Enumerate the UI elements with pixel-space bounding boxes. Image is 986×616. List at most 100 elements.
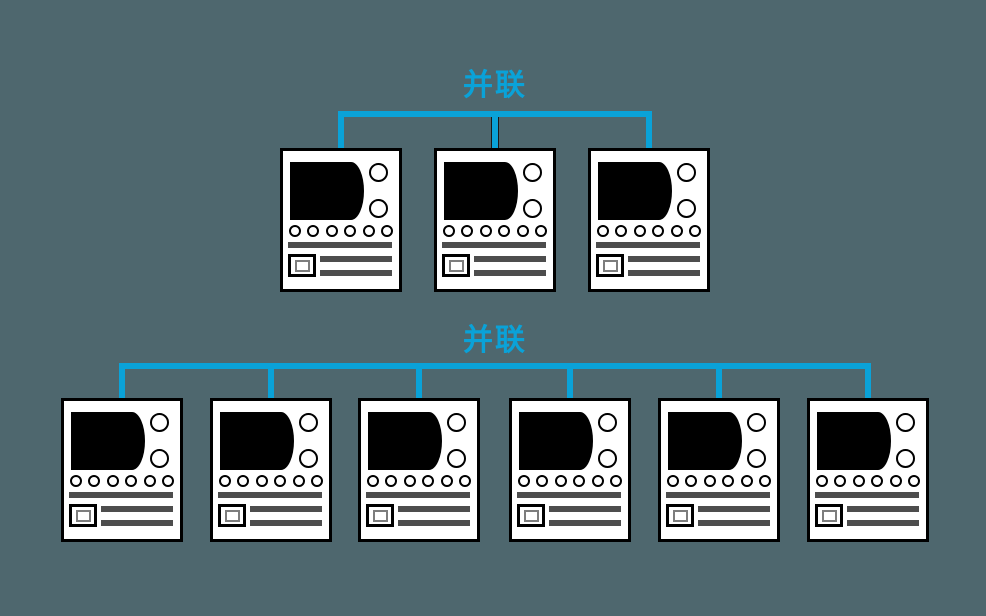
machine-port-row [70, 475, 174, 487]
machine-port-icon [307, 225, 320, 237]
machine-switch-icon [815, 504, 843, 527]
machine-knob-icon [150, 413, 169, 432]
parallel-group-label: 并联 [463, 68, 527, 103]
machine-display-panel [668, 412, 742, 470]
machine-knob-icon [369, 199, 388, 218]
machine-port-icon [458, 475, 471, 487]
parallel-bracket-drop-line [865, 363, 871, 398]
machine-port-icon [125, 475, 138, 487]
machine-display-panel [444, 162, 518, 220]
machine-switch-inner [602, 259, 618, 272]
machine-status-bar [288, 242, 392, 248]
machine-port-icon [615, 225, 628, 237]
machine-port-icon [516, 225, 529, 237]
machine-port-icon [344, 225, 357, 237]
machine-detail-bar [101, 520, 173, 526]
machine-detail-bar [398, 506, 470, 512]
machine-port-icon [685, 475, 698, 487]
machine-detail-bar [847, 520, 919, 526]
machine-switch-icon [288, 254, 316, 277]
machine-switch-inner [672, 509, 688, 522]
machine-display-panel [817, 412, 891, 470]
machine-status-bar [666, 492, 770, 498]
machine-status-bar [218, 492, 322, 498]
machine-port-icon [703, 475, 716, 487]
machine-port-icon [740, 475, 753, 487]
machine-detail-bar [474, 270, 546, 276]
machine-switch-inner [448, 259, 464, 272]
machine-card [509, 398, 631, 542]
parallel-bracket-drop-line [416, 363, 422, 398]
machine-detail-bar [250, 520, 322, 526]
parallel-bracket-drop-line [119, 363, 125, 398]
machine-knob-icon [896, 413, 915, 432]
machine-switch-icon [666, 504, 694, 527]
machine-port-icon [443, 225, 455, 237]
machine-knob-icon [369, 163, 388, 182]
machine-port-icon [670, 225, 683, 237]
machine-knob-icon [447, 449, 466, 468]
machine-port-icon [367, 475, 379, 487]
machine-port-icon [889, 475, 902, 487]
machine-port-icon [88, 475, 101, 487]
machine-knob-icon [150, 449, 169, 468]
machine-port-icon [652, 225, 665, 237]
machine-knob-icon [747, 449, 766, 468]
machine-detail-bar [549, 506, 621, 512]
machine-port-icon [310, 475, 323, 487]
machine-port-icon [362, 225, 375, 237]
machine-port-icon [633, 225, 646, 237]
machine-port-icon [518, 475, 530, 487]
machine-card [61, 398, 183, 542]
parallel-bracket-drop-line [716, 363, 722, 398]
machine-knob-icon [598, 413, 617, 432]
machine-switch-inner [294, 259, 310, 272]
machine-port-row [367, 475, 471, 487]
machine-display-panel [290, 162, 364, 220]
machine-knob-icon [447, 413, 466, 432]
machine-port-icon [161, 475, 174, 487]
machine-knob-icon [523, 199, 542, 218]
machine-status-bar [815, 492, 919, 498]
machine-display-panel [71, 412, 145, 470]
parallel-bracket-drop-line [491, 117, 499, 148]
machine-port-icon [722, 475, 735, 487]
machine-card [210, 398, 332, 542]
machine-detail-bar [398, 520, 470, 526]
machine-knob-icon [299, 413, 318, 432]
machine-switch-icon [69, 504, 97, 527]
machine-detail-bar [628, 270, 700, 276]
machine-detail-bar [698, 506, 770, 512]
machine-port-icon [255, 475, 268, 487]
machine-port-icon [758, 475, 771, 487]
machine-display-panel [519, 412, 593, 470]
machine-port-icon [688, 225, 701, 237]
machine-port-icon [871, 475, 884, 487]
machine-detail-bar [320, 256, 392, 262]
machine-port-icon [534, 225, 547, 237]
machine-status-bar [596, 242, 700, 248]
machine-port-row [816, 475, 920, 487]
machine-port-icon [106, 475, 119, 487]
parallel-bracket-drop-line [268, 363, 274, 398]
machine-knob-icon [598, 449, 617, 468]
machine-port-icon [573, 475, 586, 487]
machine-port-row [219, 475, 323, 487]
machine-port-icon [325, 225, 338, 237]
machine-switch-icon [596, 254, 624, 277]
machine-port-icon [907, 475, 920, 487]
machine-card [588, 148, 710, 292]
machine-knob-icon [677, 163, 696, 182]
machine-switch-inner [224, 509, 240, 522]
machine-display-panel [220, 412, 294, 470]
machine-card [807, 398, 929, 542]
parallel-bracket-line [341, 111, 649, 117]
machine-port-icon [237, 475, 250, 487]
machine-port-icon [385, 475, 398, 487]
machine-card [358, 398, 480, 542]
machine-knob-icon [299, 449, 318, 468]
machine-detail-bar [474, 256, 546, 262]
machine-knob-icon [677, 199, 696, 218]
